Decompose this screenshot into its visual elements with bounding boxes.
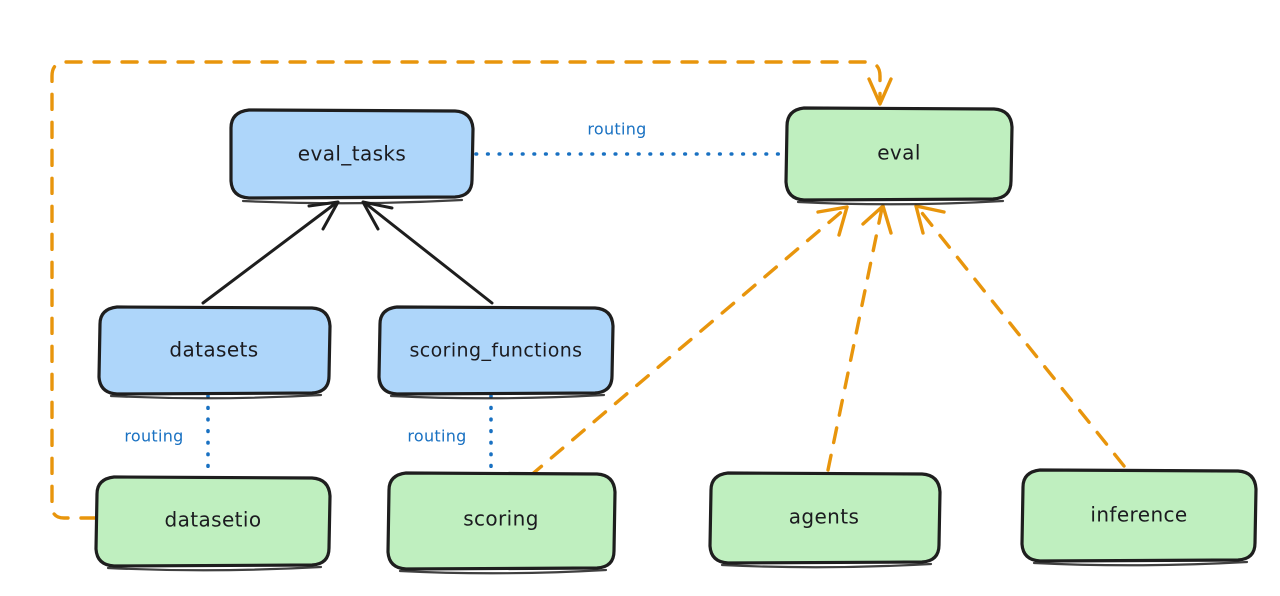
edge-label-layer: routing routing routing: [124, 120, 646, 446]
node-datasetio-shadow: [106, 565, 323, 572]
node-datasets-shape: [97, 305, 332, 396]
edge-label-routing-scoring: routing: [407, 427, 466, 446]
node-inference[interactable]: inference: [1020, 468, 1258, 567]
node-agents-shape: [708, 471, 942, 565]
node-scoring_functions[interactable]: scoring_functions: [377, 305, 615, 400]
node-agents[interactable]: agents: [708, 471, 942, 569]
edge-label-routing-eval: routing: [587, 120, 646, 139]
node-eval_tasks-shape: [229, 108, 475, 200]
node-eval_tasks[interactable]: eval_tasks: [229, 108, 475, 205]
node-eval_tasks-shadow: [241, 198, 464, 205]
node-datasetio-label: datasetio: [164, 508, 261, 532]
node-datasetio[interactable]: datasetio: [94, 475, 332, 572]
node-datasets-label: datasets: [169, 338, 258, 362]
node-scoring_functions-shape: [377, 305, 615, 396]
node-scoring-shape: [386, 471, 617, 571]
node-scoring-shadow: [398, 568, 608, 575]
edge-scoring_functions-to-eval_tasks: [361, 200, 494, 305]
node-eval-shape: [784, 106, 1014, 202]
edge-scoring-to-eval: [528, 205, 849, 478]
node-datasets[interactable]: datasets: [97, 305, 332, 400]
edge-agents-to-eval: [826, 204, 893, 472]
node-agents-shadow: [720, 562, 933, 569]
node-eval-shadow: [796, 199, 1005, 206]
node-scoring_functions-label: scoring_functions: [410, 340, 583, 362]
node-scoring[interactable]: scoring: [386, 471, 617, 575]
edge-datasets-to-eval_tasks: [201, 200, 340, 305]
edge-label-routing-datasetio: routing: [124, 427, 183, 446]
edge-datasetio-to-eval: [50, 60, 893, 520]
node-eval-label: eval: [877, 141, 921, 165]
node-inference-shape: [1020, 468, 1258, 563]
node-inference-label: inference: [1090, 503, 1187, 527]
edge-layer: [50, 60, 1126, 520]
node-agents-label: agents: [789, 505, 860, 529]
node-scoring-label: scoring: [463, 507, 539, 531]
node-inference-shadow: [1032, 560, 1249, 567]
node-eval_tasks-label: eval_tasks: [298, 142, 406, 166]
node-datasetio-shape: [94, 475, 332, 568]
edge-inference-to-eval: [914, 204, 1126, 468]
node-datasets-shadow: [109, 393, 323, 400]
node-eval[interactable]: eval: [784, 106, 1014, 206]
node-scoring_functions-shadow: [389, 393, 606, 400]
